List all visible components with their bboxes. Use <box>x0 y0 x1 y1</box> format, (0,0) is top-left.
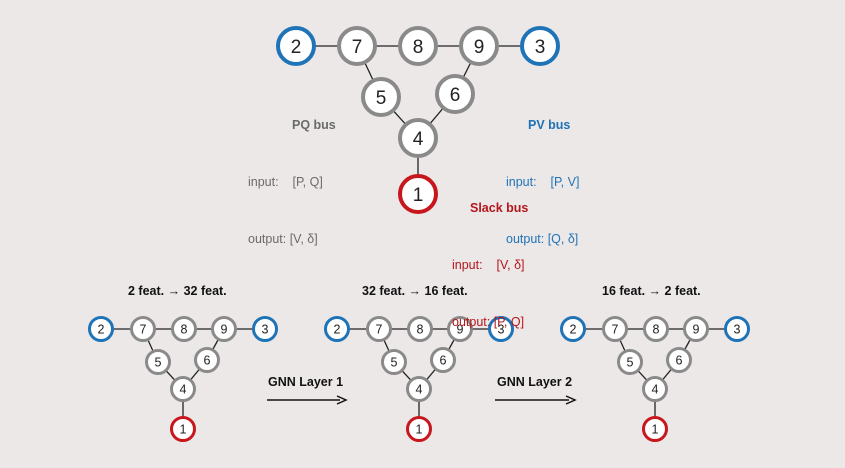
small-3-node-label-9: 9 <box>693 323 700 337</box>
small-2-node-label-2: 2 <box>334 323 341 337</box>
small-3-node-3 <box>724 316 750 342</box>
small-2-node-5 <box>381 349 407 375</box>
main-node-4 <box>398 118 438 158</box>
small-2-node-label-9: 9 <box>457 323 464 337</box>
small-3-node-2 <box>560 316 586 342</box>
gnn-layer-2-label: GNN Layer 2 <box>497 375 573 389</box>
small-1-node-label-9: 9 <box>221 323 228 337</box>
small-2-node-label-5: 5 <box>391 356 398 370</box>
main-graph: 1 2 3 4 5 6 7 8 9 <box>276 26 560 214</box>
small-3-node-label-6: 6 <box>676 354 683 368</box>
small-2-node-1 <box>406 416 432 442</box>
main-node-8 <box>398 26 438 66</box>
pv-bus-output: output: [Q, δ] <box>506 232 579 246</box>
main-node-label-9: 9 <box>474 37 485 58</box>
pq-bus-input: input: [P, Q] <box>248 175 323 189</box>
small-3-node-6 <box>666 347 692 373</box>
slack-bus-title: Slack bus <box>470 201 529 215</box>
small-2-graph: 1 2 3 4 5 6 7 8 9 <box>324 316 514 442</box>
main-node-3 <box>520 26 560 66</box>
slack-bus-output: output: [P, Q] <box>452 315 525 329</box>
small-2-node-7 <box>366 316 392 342</box>
small-3-node-label-8: 8 <box>653 323 660 337</box>
main-node-label-2: 2 <box>291 37 302 58</box>
small-2-node-2 <box>324 316 350 342</box>
small-1-node-7 <box>130 316 156 342</box>
pv-bus-title: PV bus <box>528 118 571 132</box>
feature-label-2: 32 feat. → 16 feat. <box>362 284 468 298</box>
main-node-7 <box>337 26 377 66</box>
small-1-node-4 <box>170 376 196 402</box>
small-3-node-7 <box>602 316 628 342</box>
small-2-node-4 <box>406 376 432 402</box>
main-node-label-6: 6 <box>450 85 461 106</box>
main-node-label-4: 4 <box>413 129 424 150</box>
main-node-6 <box>435 74 475 114</box>
small-1-graph: 1 2 3 4 5 6 7 8 9 <box>88 316 278 442</box>
small-2-node-9 <box>447 316 473 342</box>
small-2-node-8 <box>407 316 433 342</box>
main-node-label-5: 5 <box>376 88 387 109</box>
small-2-node-label-6: 6 <box>440 354 447 368</box>
main-node-label-1: 1 <box>413 185 424 206</box>
small-1-node-label-2: 2 <box>98 323 105 337</box>
small-2-node-6 <box>430 347 456 373</box>
small-1-node-label-5: 5 <box>155 356 162 370</box>
small-2-node-3 <box>488 316 514 342</box>
main-node-5 <box>361 77 401 117</box>
small-3-graph: 1 2 3 4 5 6 7 8 9 <box>560 316 750 442</box>
small-1-node-2 <box>88 316 114 342</box>
gnn-layer-1-label: GNN Layer 1 <box>268 375 344 389</box>
main-node-label-7: 7 <box>352 37 363 58</box>
small-2-node-label-8: 8 <box>417 323 424 337</box>
main-node-label-3: 3 <box>535 37 546 58</box>
small-3-node-5 <box>617 349 643 375</box>
pq-bus-label: PQ bus input: [P, Q] output: [V, δ] <box>248 78 336 287</box>
small-3-node-label-1: 1 <box>652 423 659 437</box>
small-3-node-label-7: 7 <box>612 323 619 337</box>
small-1-node-label-6: 6 <box>204 354 211 368</box>
small-1-node-3 <box>252 316 278 342</box>
small-3-node-label-2: 2 <box>570 323 577 337</box>
pq-bus-title: PQ bus <box>292 118 336 132</box>
small-3-node-8 <box>643 316 669 342</box>
small-1-node-1 <box>170 416 196 442</box>
pv-bus-label: PV bus input: [P, V] output: [Q, δ] <box>506 78 579 287</box>
gnn-layer-2-arrow <box>495 395 577 405</box>
pq-bus-output: output: [V, δ] <box>248 232 318 246</box>
feature-label-3: 16 feat. → 2 feat. <box>602 284 701 298</box>
main-node-label-8: 8 <box>413 37 424 58</box>
small-1-node-8 <box>171 316 197 342</box>
small-2-node-label-7: 7 <box>376 323 383 337</box>
main-node-2 <box>276 26 316 66</box>
small-3-node-label-3: 3 <box>734 323 741 337</box>
small-2-node-label-1: 1 <box>416 423 423 437</box>
feature-label-1: 2 feat. → 32 feat. <box>128 284 227 298</box>
slack-bus-input: input: [V, δ] <box>452 258 525 272</box>
small-3-node-9 <box>683 316 709 342</box>
small-1-node-label-7: 7 <box>140 323 147 337</box>
small-1-node-label-8: 8 <box>181 323 188 337</box>
small-1-node-5 <box>145 349 171 375</box>
small-1-node-label-3: 3 <box>262 323 269 337</box>
small-3-node-label-5: 5 <box>627 356 634 370</box>
small-1-node-9 <box>211 316 237 342</box>
gnn-layer-1-arrow <box>267 395 348 405</box>
slack-bus-label: Slack bus input: [V, δ] output: [P, Q] <box>452 161 528 370</box>
small-1-node-label-4: 4 <box>180 383 187 397</box>
pv-bus-input: input: [P, V] <box>506 175 580 189</box>
small-3-node-label-4: 4 <box>652 383 659 397</box>
small-2-node-label-3: 3 <box>498 323 505 337</box>
main-node-1 <box>398 174 438 214</box>
small-3-node-4 <box>642 376 668 402</box>
small-1-node-6 <box>194 347 220 373</box>
small-1-node-label-1: 1 <box>180 423 187 437</box>
small-3-node-1 <box>642 416 668 442</box>
main-node-9 <box>459 26 499 66</box>
small-2-node-label-4: 4 <box>416 383 423 397</box>
